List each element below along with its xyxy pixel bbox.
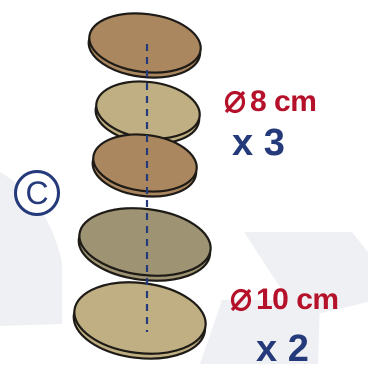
watermark-shape-right (244, 232, 368, 318)
size-label-group-1: 8 cm (224, 85, 317, 118)
stone-top (88, 12, 202, 74)
stone (77, 207, 212, 282)
stone-top (78, 207, 212, 277)
stone (91, 133, 198, 198)
diameter-icon (224, 90, 246, 114)
size-label: 10 cm (256, 283, 339, 316)
diameter-icon (230, 288, 252, 312)
count-label-group-2: x 2 (256, 328, 309, 370)
size-label-group-2: 10 cm (230, 285, 339, 315)
step-label-circle: C (14, 170, 60, 216)
size-label: 8 cm (250, 85, 317, 118)
stone (87, 12, 202, 79)
stone-top (73, 281, 207, 355)
watermark-shape-left (0, 172, 62, 326)
count-label-group-1: x 3 (232, 122, 285, 164)
watermark-shape-bottom (200, 300, 320, 364)
stone (72, 281, 207, 360)
step-label: C (25, 174, 49, 211)
stone-top (92, 133, 198, 193)
stone-stack (72, 12, 212, 360)
